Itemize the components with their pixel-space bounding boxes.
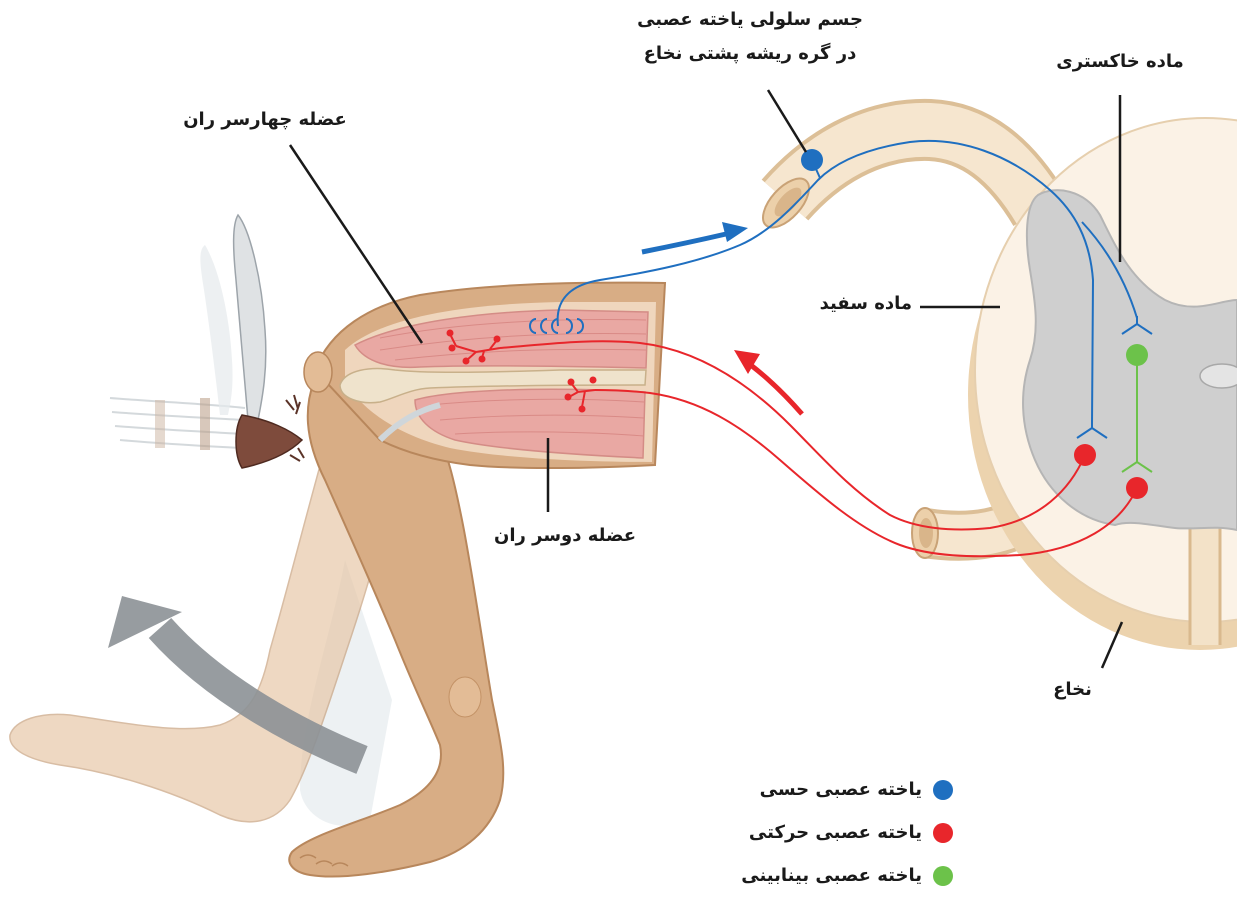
legend-sensory-dot bbox=[933, 780, 953, 800]
leader-quadriceps bbox=[290, 145, 422, 343]
label-quadriceps: عضله چهارسر ران bbox=[165, 108, 365, 132]
label-cell-body-line1: جسم سلولی یاخته عصبی bbox=[620, 8, 880, 32]
legend-sensory-label: یاخته عصبی حسی bbox=[760, 778, 922, 802]
hammer-head bbox=[236, 415, 302, 468]
label-hamstring: عضله دوسر ران bbox=[480, 524, 650, 548]
label-white-matter: ماده سفید bbox=[790, 292, 912, 316]
ankle-bone bbox=[449, 677, 481, 717]
label-spinal-cord: نخاع bbox=[1030, 678, 1115, 702]
reflex-hammer bbox=[110, 215, 304, 468]
label-cell-body-line2: در گره ریشه پشتی نخاع bbox=[620, 42, 880, 66]
leader-cell-body bbox=[768, 90, 806, 152]
interneuron-cell-body bbox=[1126, 344, 1148, 366]
central-canal bbox=[1200, 364, 1237, 388]
label-gray-matter: ماده خاکستری bbox=[1040, 50, 1200, 74]
motor-cell-body-2 bbox=[1126, 477, 1148, 499]
legend-motor-label: یاخته عصبی حرکتی bbox=[760, 821, 922, 845]
legend-interneuron-dot bbox=[933, 866, 953, 886]
kneecap bbox=[304, 352, 332, 392]
sensory-cell-body bbox=[801, 149, 823, 171]
hammer-handle bbox=[234, 215, 266, 420]
hammer-ghost bbox=[200, 245, 232, 415]
legend-motor-dot bbox=[933, 823, 953, 843]
dorsal-root bbox=[755, 130, 1040, 235]
legend-interneuron-label: یاخته عصبی بینابینی bbox=[760, 864, 922, 888]
motor-cell-body-1 bbox=[1074, 444, 1096, 466]
